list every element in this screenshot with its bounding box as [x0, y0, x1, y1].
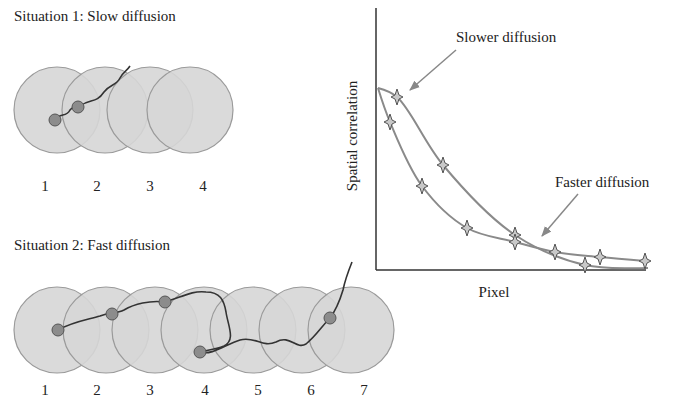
pixel-circle	[147, 67, 233, 153]
molecule-dot	[72, 101, 84, 113]
star-marker	[549, 244, 561, 260]
curve-annotation: Slower diffusion	[456, 29, 556, 46]
pixel-number: 2	[93, 178, 101, 195]
pixel-number: 4	[199, 178, 207, 195]
pixel-circles-fast	[14, 287, 394, 373]
leader-arrow	[542, 194, 578, 236]
molecule-dot	[106, 308, 118, 320]
star-marker	[579, 257, 591, 273]
molecule-dot	[194, 346, 206, 358]
molecule-dot	[52, 324, 64, 336]
curve-annotation: Faster diffusion	[555, 174, 649, 191]
star-marker	[461, 220, 473, 236]
diffusion-track	[55, 66, 130, 120]
y-axis	[375, 8, 377, 270]
section-heading: Situation 2: Fast diffusion	[14, 237, 170, 254]
axis-title: Spatial correlation	[344, 81, 361, 191]
pixel-number: 7	[360, 382, 368, 399]
star-marker	[384, 114, 396, 130]
molecule-dot	[159, 296, 171, 308]
leader-arrow	[410, 50, 456, 90]
pixel-number: 6	[307, 382, 315, 399]
pixel-number: 4	[201, 382, 209, 399]
section-heading: Situation 1: Slow diffusion	[14, 8, 176, 25]
pixel-number: 5	[254, 382, 262, 399]
pixel-number: 3	[146, 178, 154, 195]
pixel-number: 2	[93, 382, 101, 399]
star-marker	[416, 178, 428, 194]
star-marker	[594, 249, 606, 265]
pixel-number: 1	[41, 178, 49, 195]
diffusion-track	[58, 262, 352, 353]
pixel-number: 3	[146, 382, 154, 399]
pixel-circle	[308, 287, 394, 373]
star-marker	[437, 157, 449, 173]
axis-title: Pixel	[479, 284, 510, 301]
pixel-number: 1	[41, 382, 49, 399]
star-marker	[391, 89, 403, 105]
molecule-dot	[49, 114, 61, 126]
molecule-dot	[324, 312, 336, 324]
star-marker	[509, 234, 521, 250]
pixel-circles-slow	[14, 67, 233, 153]
x-axis	[376, 269, 646, 271]
data-markers	[384, 89, 651, 273]
star-marker	[639, 253, 651, 269]
